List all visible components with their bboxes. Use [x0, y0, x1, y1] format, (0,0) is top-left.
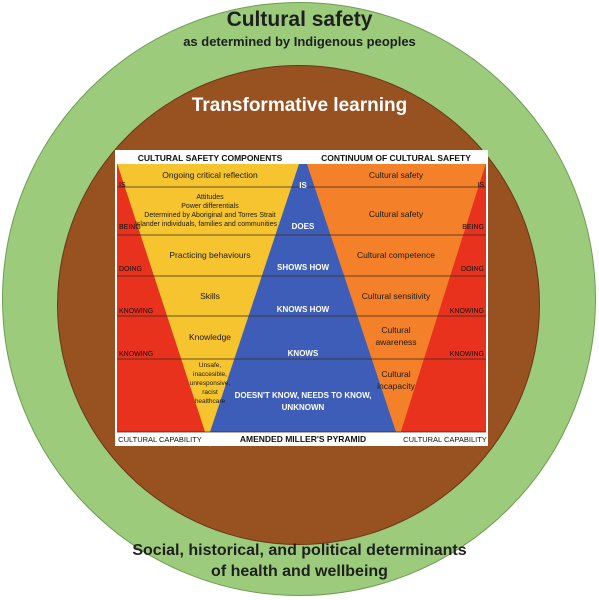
- left-label-doing: DOING: [119, 266, 142, 273]
- continuum-row5-line2: awareness: [375, 337, 416, 347]
- component-row4: Skills: [200, 291, 220, 301]
- orange-triangle: [303, 163, 486, 447]
- left-label-knowing-2: KNOWING: [119, 351, 153, 358]
- component-row2-line3: Determined by Aboriginal and Torres Stra…: [144, 212, 275, 219]
- right-label-being: BEING: [462, 224, 484, 231]
- component-row6-line5: healthcare: [195, 398, 226, 405]
- continuum-row2: Cultural safety: [369, 209, 424, 219]
- left-label-knowing-1: KNOWING: [119, 308, 153, 315]
- pyramid-row1: IS: [299, 181, 307, 190]
- left-label-being: BEING: [119, 224, 141, 231]
- inner-title: Transformative learning: [191, 95, 408, 116]
- right-label-knowing-2: KNOWING: [450, 351, 484, 358]
- continuum-row1: Cultural safety: [369, 170, 424, 180]
- component-row6-line4: racist: [202, 389, 218, 396]
- right-label-doing: DOING: [461, 266, 484, 273]
- outer-bottom-line1: Social, historical, and political determ…: [132, 542, 467, 559]
- pyramid-row6-line2: UNKNOWN: [282, 403, 325, 412]
- continuum-row6-line1: Cultural: [381, 369, 410, 379]
- header-right: CONTINUUM OF CULTURAL SAFETY: [321, 153, 471, 163]
- footer-left: CULTURAL CAPABILITY: [118, 435, 202, 444]
- outer-subtitle: as determined by Indigenous peoples: [183, 34, 416, 49]
- component-row3: Practicing behaviours: [169, 250, 250, 260]
- header-strip: [117, 151, 486, 164]
- continuum-row3: Cultural competence: [357, 250, 435, 260]
- component-row5: Knowledge: [189, 332, 231, 342]
- component-row2-line2: Power differentials: [181, 203, 239, 210]
- pyramid-row6-line1: DOESN'T KNOW, NEEDS TO KNOW,: [235, 391, 372, 400]
- continuum-row6-line2: incapacity: [377, 381, 416, 391]
- blue-triangle: [210, 152, 396, 432]
- outer-title: Cultural safety: [226, 8, 373, 31]
- right-label-is: IS: [477, 182, 484, 189]
- component-row6-line1: Unsafe,: [199, 362, 222, 369]
- pyramid-row4: KNOWS HOW: [277, 305, 330, 314]
- footer-right: CULTURAL CAPABILITY: [403, 435, 487, 444]
- footer-center: AMENDED MILLER'S PYRAMID: [240, 434, 366, 444]
- row-dividers: [117, 186, 486, 433]
- right-label-knowing-1: KNOWING: [450, 308, 484, 315]
- footer-strip: [117, 432, 486, 446]
- continuum-row4: Cultural sensitivity: [362, 291, 431, 301]
- pyramid-row2: DOES: [292, 222, 315, 231]
- pyramid-row5: KNOWS: [288, 349, 319, 358]
- left-label-is: IS: [119, 182, 126, 189]
- outer-bottom-line2: of health and wellbeing: [211, 563, 388, 580]
- yellow-triangle: [117, 163, 303, 447]
- header-left: CULTURAL SAFETY COMPONENTS: [138, 153, 283, 163]
- component-row1: Ongoing critical reflection: [162, 170, 258, 180]
- component-row6-line2: inaccesible,: [193, 371, 227, 378]
- component-row2-line4: Islander individuals, families and commu…: [135, 221, 278, 228]
- continuum-row5-line1: Cultural: [381, 325, 410, 335]
- component-row6-line3: unresponsive,: [190, 380, 231, 387]
- pyramid-row3: SHOWS HOW: [277, 263, 329, 272]
- component-row2-line1: Attitudes: [196, 194, 224, 201]
